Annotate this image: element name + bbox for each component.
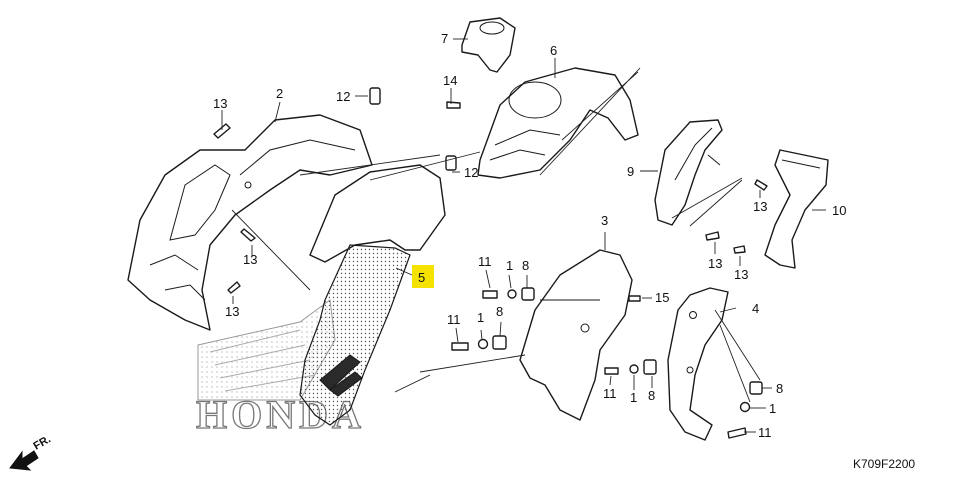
direction-label: FR. [32, 433, 53, 452]
callout-5: 5 [418, 270, 425, 285]
part-4-lower-panel[interactable] [667, 287, 729, 441]
callout-2: 2 [276, 86, 283, 101]
callout-1: 1 [477, 310, 484, 325]
part-9-side-panel[interactable] [654, 119, 723, 226]
callout-8: 8 [522, 258, 529, 273]
leader-lines [221, 38, 826, 433]
part-5-highlight [412, 265, 434, 288]
fasteners [213, 87, 768, 439]
callout-7: 7 [441, 31, 448, 46]
callout-12: 12 [336, 89, 350, 104]
callout-1: 1 [630, 390, 637, 405]
callout-14: 14 [443, 73, 457, 88]
callout-6: 6 [550, 43, 557, 58]
callout-labels: 13 2 12 14 12 13 13 7 6 9 10 13 13 13 3 … [213, 31, 846, 440]
diagram-code: K709F2200 [853, 457, 915, 471]
callout-8: 8 [776, 381, 783, 396]
callout-13: 13 [243, 252, 257, 267]
callout-13: 13 [753, 199, 767, 214]
callout-15: 15 [655, 290, 669, 305]
callout-9: 9 [627, 164, 634, 179]
callout-13: 13 [734, 267, 748, 282]
callout-11: 11 [603, 386, 617, 401]
part-2-upper-cowl[interactable] [127, 114, 373, 331]
callout-10: 10 [832, 203, 846, 218]
part-10-side-panel[interactable] [764, 149, 829, 269]
part-5-inner-panel[interactable] [299, 164, 446, 426]
callout-8: 8 [496, 304, 503, 319]
callout-4: 4 [752, 301, 759, 316]
callout-13: 13 [708, 256, 722, 271]
part-6-top-cover[interactable] [477, 67, 639, 179]
callout-11: 11 [447, 312, 461, 327]
front-direction-arrow: FR. [9, 433, 53, 471]
callout-1: 1 [506, 258, 513, 273]
callout-12: 12 [464, 165, 478, 180]
callout-3: 3 [601, 213, 608, 228]
callout-13: 13 [225, 304, 239, 319]
part-3-lower-panel[interactable] [519, 249, 633, 421]
callout-11: 11 [478, 254, 492, 269]
callout-1: 1 [769, 401, 776, 416]
callout-8: 8 [648, 388, 655, 403]
callout-11: 11 [758, 425, 772, 440]
callout-13: 13 [213, 96, 227, 111]
part-7-small-cover[interactable] [461, 17, 516, 73]
